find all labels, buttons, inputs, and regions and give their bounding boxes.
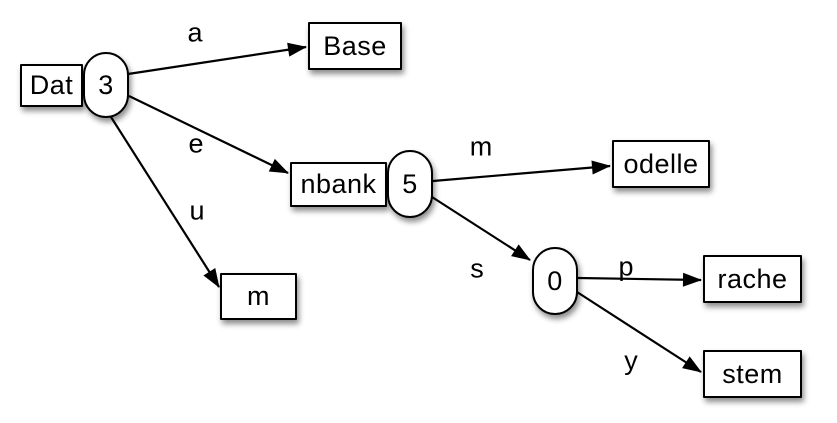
node-count-0: 0 xyxy=(532,247,578,315)
node-label-count-0: 0 xyxy=(547,265,563,296)
node-label-count-3: 3 xyxy=(98,69,114,100)
edge-label-count-0-to-rache: p xyxy=(618,251,634,282)
edge-label-count-3-to-nbank: e xyxy=(188,128,204,159)
edge-label-count-3-to-base: a xyxy=(187,17,203,48)
node-label-stem: stem xyxy=(722,358,783,389)
node-rache: rache xyxy=(703,255,802,303)
edge-count-3-to-m-node xyxy=(110,116,220,288)
node-stem: stem xyxy=(703,350,802,398)
edge-count-3-to-nbank xyxy=(128,95,289,174)
node-count-5: 5 xyxy=(387,150,433,218)
edge-label-count-0-to-stem: y xyxy=(624,345,638,376)
node-base: Base xyxy=(308,22,402,70)
edge-count-0-to-stem xyxy=(576,291,702,373)
edge-label-count-3-to-m-node: u xyxy=(189,195,205,226)
edge-count-0-to-rache xyxy=(577,272,702,287)
node-label-nbank: nbank xyxy=(300,169,377,199)
edge-count-5-to-odelle xyxy=(432,160,611,183)
node-count-3: 3 xyxy=(83,52,129,118)
edge-label-count-5-to-odelle: m xyxy=(469,131,493,162)
node-label-base: Base xyxy=(323,30,387,61)
node-m-node: m xyxy=(220,273,297,320)
node-nbank: nbank xyxy=(290,162,387,207)
node-label-odelle: odelle xyxy=(623,148,699,179)
node-label-count-5: 5 xyxy=(402,168,418,199)
edge-count-5-to-count-0 xyxy=(431,196,531,261)
edge-label-count-5-to-count-0: s xyxy=(470,253,484,284)
node-label-m-node: m xyxy=(247,281,270,311)
edge-count-3-to-base xyxy=(127,42,307,76)
node-label-dat: Dat xyxy=(29,70,74,100)
node-dat: Dat xyxy=(20,64,83,107)
node-odelle: odelle xyxy=(612,140,710,188)
node-label-rache: rache xyxy=(717,263,788,294)
